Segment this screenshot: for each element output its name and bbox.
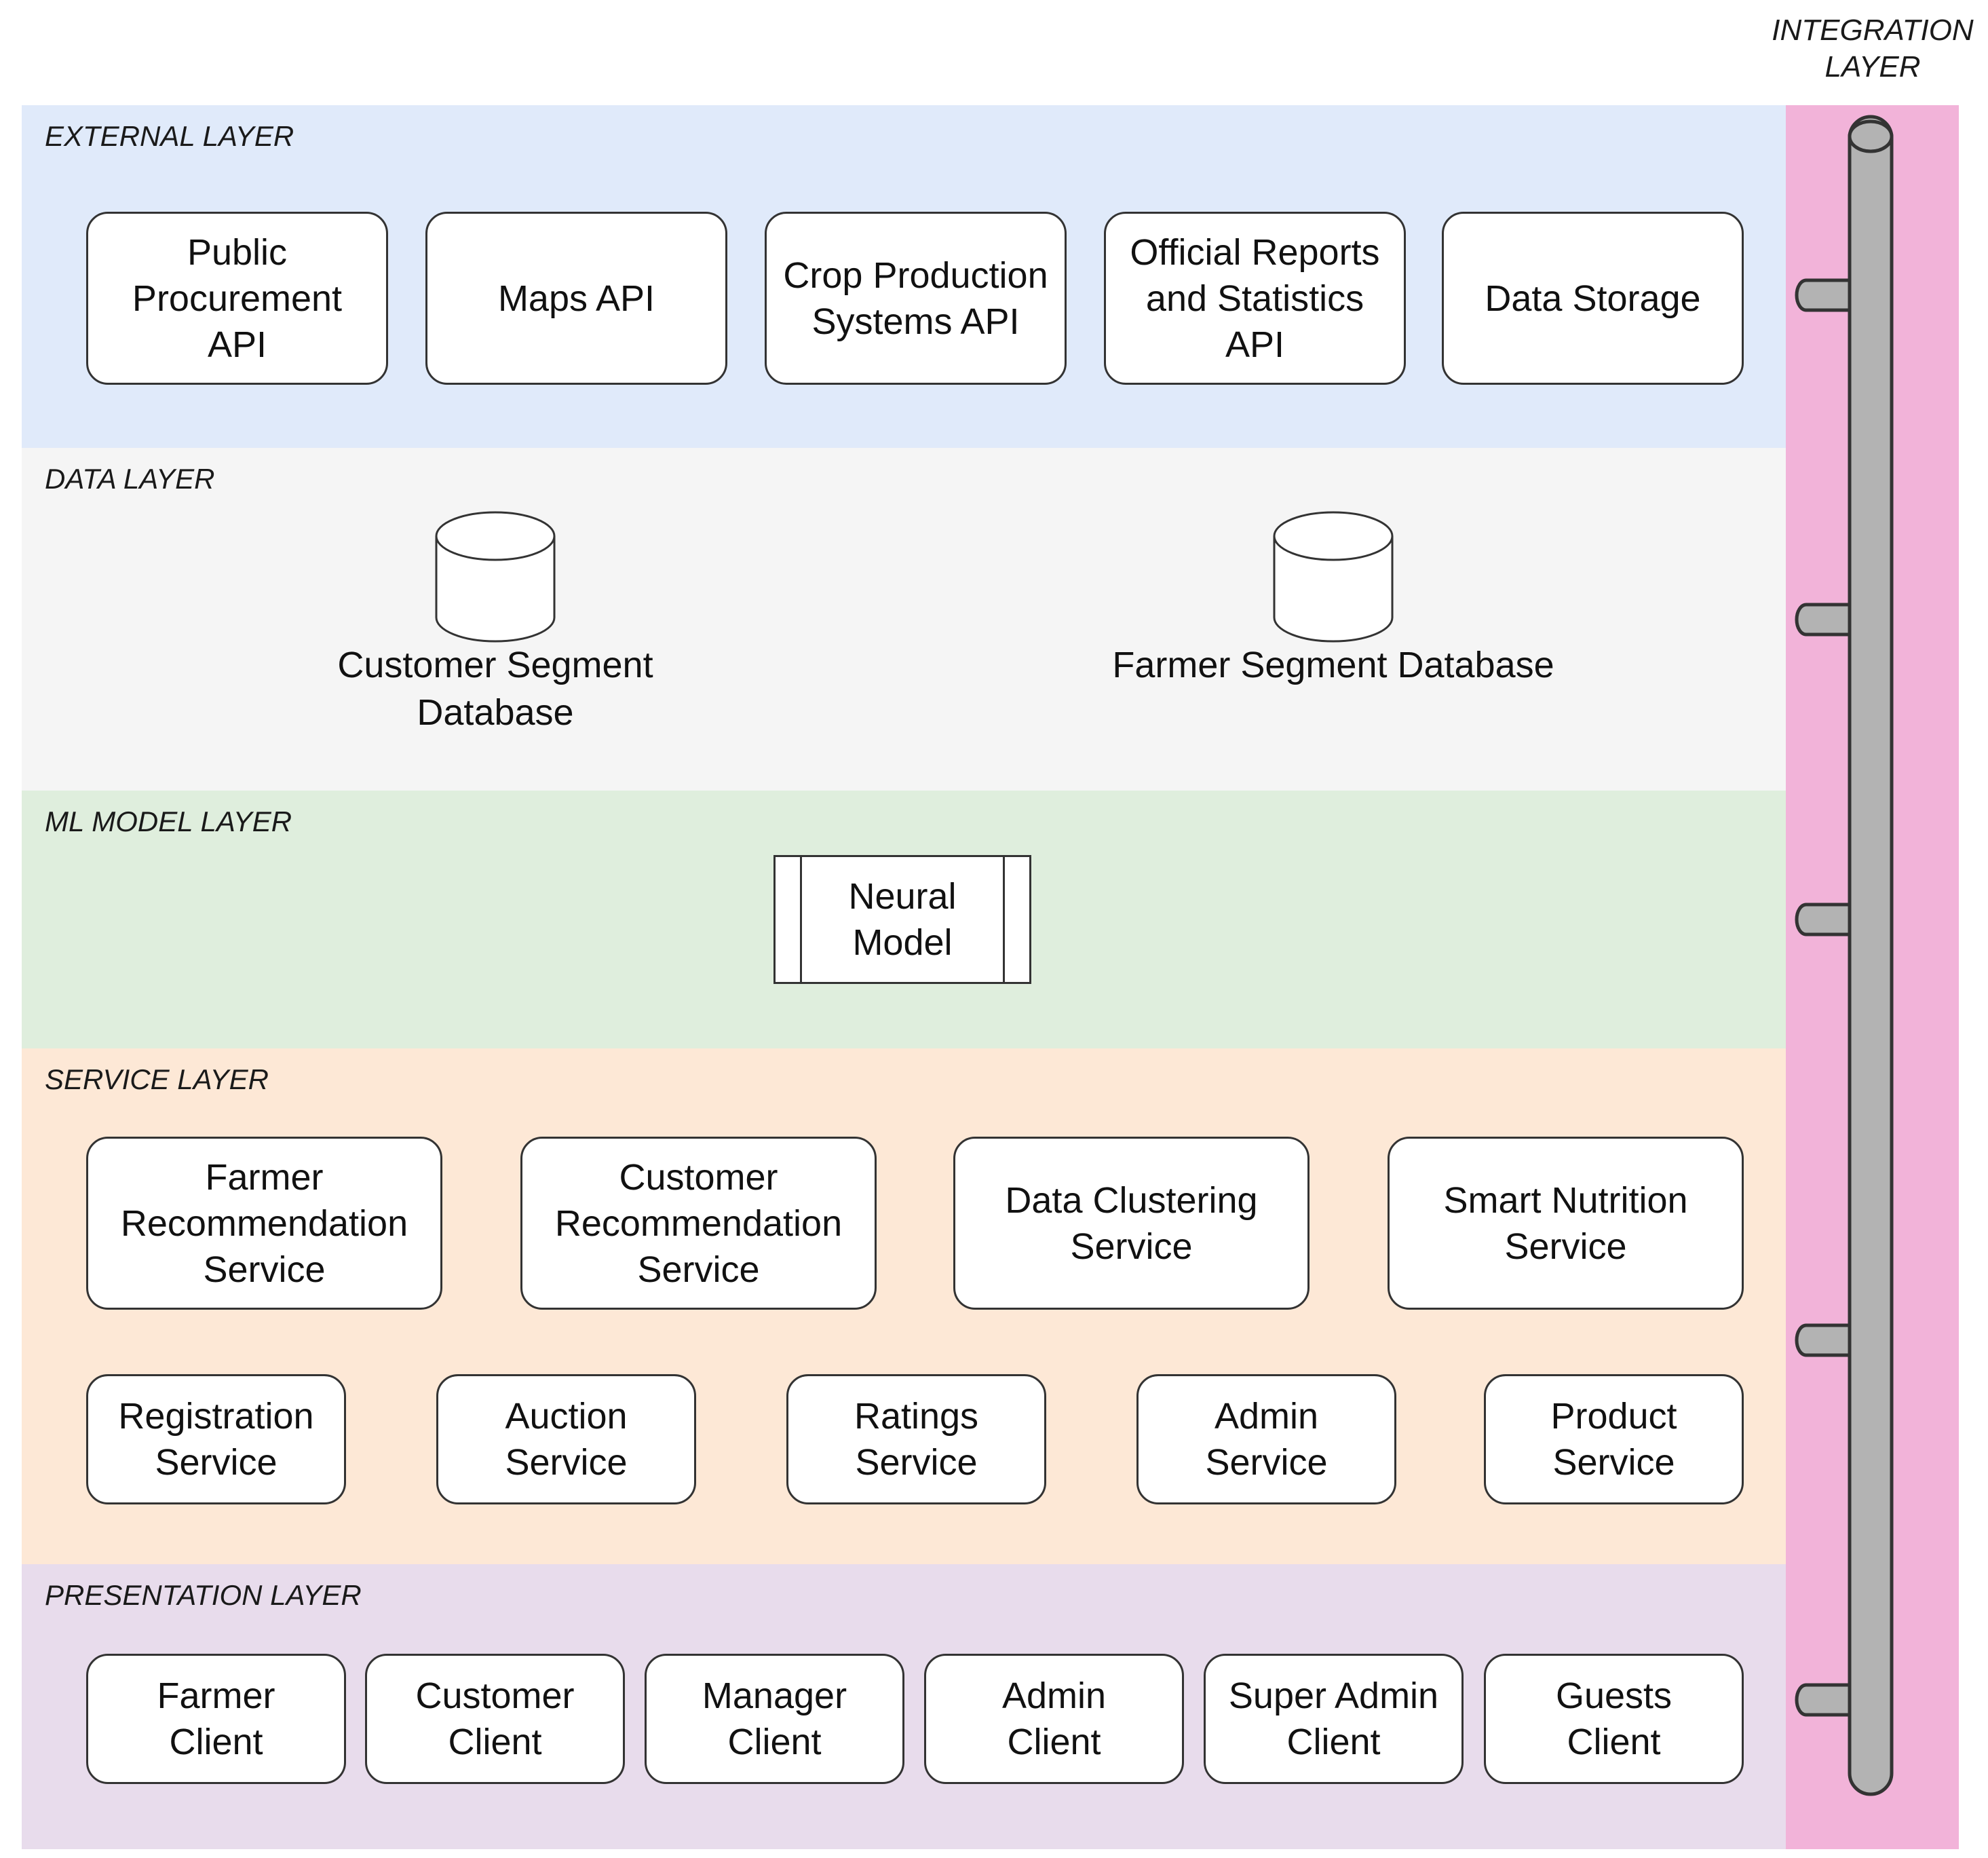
farmer-client-box[interactable]: Farmer Client — [86, 1654, 346, 1784]
box-label: Guests Client — [1555, 1675, 1672, 1762]
guests-client-box[interactable]: Guests Client — [1484, 1654, 1744, 1784]
service-layer-label: SERVICE LAYER — [45, 1063, 269, 1095]
box-label: Official Reports and Statistics API — [1130, 231, 1380, 365]
integration-bus-pipe[interactable] — [1786, 105, 1959, 1849]
box-label: Admin Service — [1205, 1396, 1328, 1483]
crop-production-systems-api-box[interactable]: Crop Production Systems API — [765, 212, 1067, 385]
smart-nutrition-service-box[interactable]: Smart Nutrition Service — [1388, 1137, 1744, 1310]
data-storage-box[interactable]: Data Storage — [1442, 212, 1744, 385]
box-label: Product Service — [1550, 1396, 1677, 1483]
maps-api-box[interactable]: Maps API — [425, 212, 727, 385]
admin-service-box[interactable]: Admin Service — [1136, 1374, 1396, 1504]
box-label: Super Admin Client — [1228, 1675, 1439, 1762]
box-label: Farmer Client — [157, 1675, 275, 1762]
process-bar-left — [800, 857, 802, 982]
bus-connector-service — [1795, 1323, 1857, 1357]
external-layer: EXTERNAL LAYER Public Procurement API Ma… — [22, 105, 1786, 448]
box-label: Auction Service — [505, 1396, 628, 1483]
product-service-box[interactable]: Product Service — [1484, 1374, 1744, 1504]
customer-segment-database-icon[interactable] — [434, 510, 556, 646]
data-clustering-service-box[interactable]: Data Clustering Service — [953, 1137, 1310, 1310]
box-label: Smart Nutrition Service — [1443, 1179, 1688, 1267]
process-bar-right — [1003, 857, 1005, 982]
presentation-layer-label: PRESENTATION LAYER — [45, 1579, 362, 1611]
registration-service-box[interactable]: Registration Service — [86, 1374, 346, 1504]
admin-client-box[interactable]: Admin Client — [924, 1654, 1184, 1784]
bus-connector-data — [1795, 603, 1857, 637]
box-label: Customer Recommendation Service — [554, 1156, 843, 1290]
farmer-segment-database-label: Farmer Segment Database — [1112, 645, 1554, 685]
box-label: Data Storage — [1485, 278, 1701, 319]
integration-layer-label: INTEGRATION LAYER — [1772, 14, 1974, 83]
customer-client-box[interactable]: Customer Client — [365, 1654, 625, 1784]
data-layer-label: DATA LAYER — [45, 463, 215, 495]
bus-connector-presentation — [1795, 1683, 1857, 1717]
official-reports-statistics-api-box[interactable]: Official Reports and Statistics API — [1104, 212, 1406, 385]
ml-model-layer: ML MODEL LAYER Neural Model — [22, 791, 1786, 1048]
presentation-layer: PRESENTATION LAYER Farmer Client Custome… — [22, 1564, 1786, 1849]
box-label: Customer Client — [415, 1675, 575, 1762]
farmer-segment-database-icon[interactable] — [1272, 510, 1394, 646]
auction-service-box[interactable]: Auction Service — [436, 1374, 696, 1504]
manager-client-box[interactable]: Manager Client — [645, 1654, 904, 1784]
ml-model-layer-label: ML MODEL LAYER — [45, 805, 292, 837]
integration-layer — [1786, 105, 1959, 1849]
external-layer-label: EXTERNAL LAYER — [45, 120, 294, 152]
ratings-service-box[interactable]: Ratings Service — [786, 1374, 1046, 1504]
box-label: Manager Client — [702, 1675, 847, 1762]
customer-segment-database-label: Customer Segment Database — [337, 645, 653, 733]
box-label: Admin Client — [1001, 1675, 1107, 1762]
neural-model-box[interactable]: Neural Model — [773, 855, 1031, 984]
service-layer: SERVICE LAYER Farmer Recommendation Serv… — [22, 1048, 1786, 1564]
box-label: Maps API — [497, 278, 655, 319]
super-admin-client-box[interactable]: Super Admin Client — [1204, 1654, 1464, 1784]
box-label: Public Procurement API — [132, 231, 343, 365]
bus-connector-ml — [1795, 903, 1857, 936]
box-label: Ratings Service — [854, 1396, 979, 1483]
public-procurement-api-box[interactable]: Public Procurement API — [86, 212, 388, 385]
customer-recommendation-service-box[interactable]: Customer Recommendation Service — [520, 1137, 877, 1310]
bus-cylinder-body — [1848, 115, 1894, 1796]
box-label: Registration Service — [118, 1396, 314, 1483]
bus-connector-external — [1795, 278, 1857, 312]
data-layer: DATA LAYER Customer Segment Database Far… — [22, 448, 1786, 791]
box-label: Crop Production Systems API — [783, 254, 1048, 342]
box-label: Farmer Recommendation Service — [120, 1156, 408, 1290]
farmer-recommendation-service-box[interactable]: Farmer Recommendation Service — [86, 1137, 442, 1310]
box-label: Data Clustering Service — [1005, 1179, 1258, 1267]
bus-cylinder-cap — [1848, 119, 1894, 153]
neural-model-label: Neural Model — [848, 876, 957, 963]
